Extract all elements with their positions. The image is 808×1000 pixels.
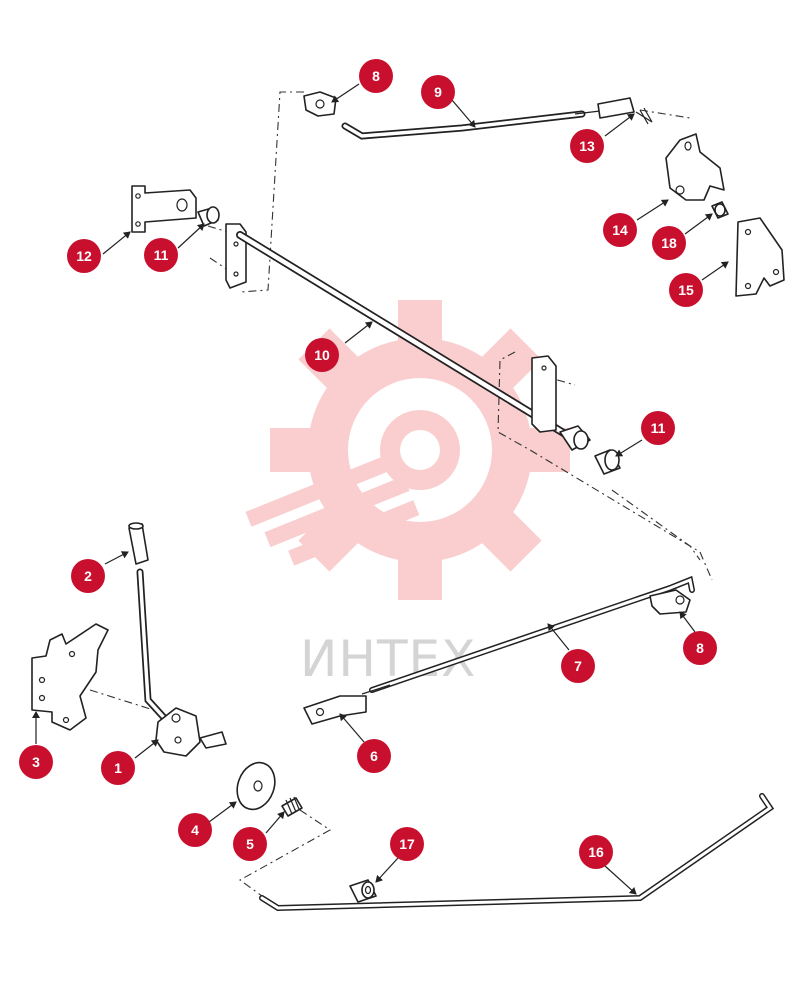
svg-text:6: 6 [370,748,378,764]
part-8-clevis-upper [303,91,337,117]
svg-text:2: 2 [84,568,92,584]
svg-text:16: 16 [588,844,604,860]
callout-11-upper: 11 [144,238,178,272]
part-2-knob [128,522,149,565]
part-10-shaft [225,223,591,451]
part-13-clevis-pin [597,97,653,125]
svg-text:3: 3 [32,754,40,770]
part-15-plate [735,217,785,297]
part-6-clevis-fork [303,695,367,725]
callout-12: 12 [67,239,101,273]
svg-text:1: 1 [114,760,122,776]
svg-text:11: 11 [154,247,169,263]
callouts: 1 2 3 4 5 6 7 8 [19,59,717,869]
part-11-bushing-upper [197,206,220,227]
callout-13: 13 [570,129,604,163]
part-4-washer [236,761,276,811]
part-9-upper-rod [341,110,601,140]
svg-text:11: 11 [651,420,666,436]
callout-10: 10 [305,338,339,372]
part-1-lever [136,568,227,757]
svg-text:14: 14 [612,222,628,238]
callout-8-lower: 8 [683,631,717,665]
svg-text:8: 8 [372,68,380,84]
svg-text:18: 18 [661,235,677,251]
svg-text:12: 12 [76,248,92,264]
callout-2: 2 [71,559,105,593]
callout-15: 15 [669,273,703,307]
callout-4: 4 [178,813,212,847]
svg-text:5: 5 [246,836,254,852]
part-16-bottom-rod [259,793,775,912]
watermark-text: ИНТЕХ [300,630,476,688]
svg-text:7: 7 [574,658,582,674]
callout-3: 3 [19,745,53,779]
svg-text:9: 9 [434,84,442,100]
callout-7: 7 [561,649,595,683]
svg-text:10: 10 [314,347,330,363]
callout-6: 6 [357,739,391,773]
part-12-bracket [131,185,197,233]
part-11-bushing-lower [594,449,621,475]
callout-1: 1 [101,751,135,785]
callout-5: 5 [233,827,267,861]
svg-text:17: 17 [399,836,415,852]
part-5-spring [281,796,303,817]
watermark-logo [245,300,570,600]
callout-11-lower: 11 [641,411,675,445]
callout-8-upper: 8 [359,59,393,93]
part-18-spacer [711,201,729,219]
svg-text:15: 15 [678,282,694,298]
callout-14: 14 [603,213,637,247]
part-7-link-rod [361,575,695,695]
svg-text:13: 13 [579,138,595,154]
callout-16: 16 [579,835,613,869]
part-3-bracket [31,623,109,731]
callout-18: 18 [652,226,686,260]
part-17-grommet [349,879,377,903]
svg-text:8: 8 [696,640,704,656]
part-14-bracket [665,133,725,201]
svg-text:4: 4 [191,822,199,838]
callout-9: 9 [421,75,455,109]
callout-17: 17 [390,827,424,861]
leader-lines [32,83,729,895]
